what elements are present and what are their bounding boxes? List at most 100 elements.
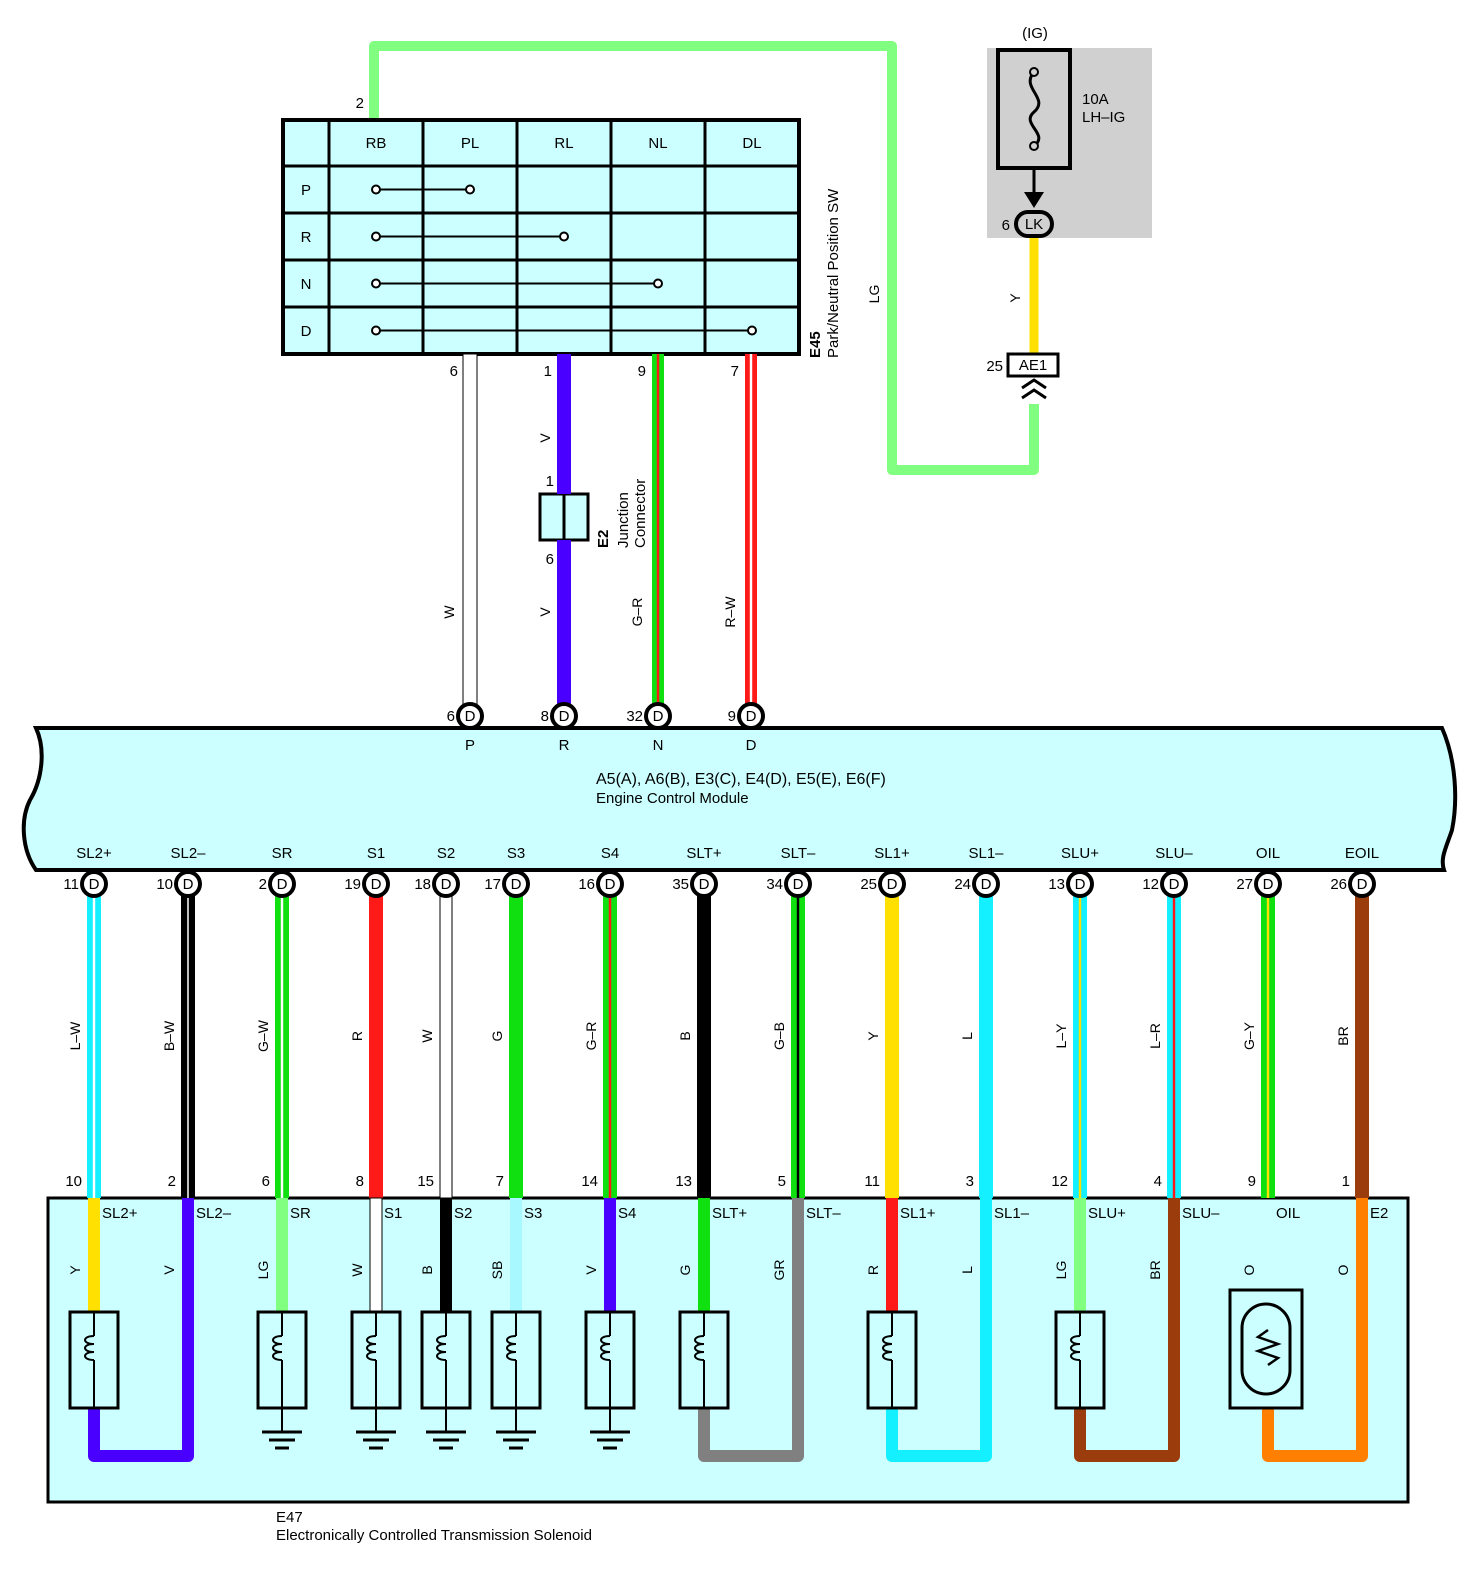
solenoid-inner-wire-label: G [677,1265,693,1276]
solenoid-pin: 1 [1342,1173,1350,1190]
ecm-connector-pin: 8 [541,708,549,725]
switch-output-wire [462,353,478,705]
ecm-bottom-connector-glyph: D [371,876,382,893]
solenoid-pin: 8 [356,1173,364,1190]
fuse-rating: 10A [1082,91,1109,108]
ecm-bottom-connector [268,870,296,898]
ecm-bottom-connector-glyph: D [1263,876,1274,893]
ecm-bottom-connector [690,870,718,898]
coil-icon [694,1335,705,1361]
ecm-solenoid-wire-label: L–Y [1053,1023,1069,1049]
solenoid-inner-wire-label: SB [489,1261,505,1280]
solenoid-pin: 13 [675,1173,692,1190]
ecm-bottom-connector-pin: 12 [1142,876,1159,893]
ecm-connector-glyph: D [653,708,664,725]
coil-icon [600,1335,611,1361]
ecm-bottom-terminal-label: S4 [601,845,619,862]
switch-output-pin: 6 [450,363,458,380]
solenoid-pin: 12 [1051,1173,1068,1190]
ecm-solenoid-wire-label: L [959,1032,975,1040]
ecm-terminal-label: N [653,737,664,754]
solenoid-pin: 2 [168,1173,176,1190]
solenoid-inner-wire-label: V [161,1265,177,1275]
ecm-bottom-connector [362,870,390,898]
coil-icon [506,1335,517,1361]
fuse-name: LH–IG [1082,109,1125,126]
coil-icon [84,1335,95,1361]
ecm-bottom-connector-pin: 25 [860,876,877,893]
ecm-bottom-connector-glyph: D [699,876,710,893]
ecm-solenoid-wire-label: R [349,1031,365,1041]
ecm-solenoid-wire-label: B [677,1031,693,1040]
fuse-terminal-bottom [1029,141,1039,151]
ecm-solenoid-wire-label: L–W [67,1021,83,1051]
ecm-connector-pin: 32 [626,708,643,725]
ecm-bottom-connector-pin: 17 [484,876,501,893]
junction-name-line2: Connector [632,479,649,548]
ig-power-label: (IG) [1022,25,1048,42]
ecm-bottom-connector-pin: 34 [766,876,783,893]
solenoid-pin: 15 [417,1173,434,1190]
fuse-icon [1028,71,1041,148]
ecm-bottom-connector-glyph: D [277,876,288,893]
ecm-bottom-connector [1254,870,1282,898]
ecm-bottom-connector-pin: 10 [156,876,173,893]
ecm-solenoid-wire-label: Y [865,1031,881,1041]
solenoid-pin: 7 [496,1173,504,1190]
ecm-bottom-connector-glyph: D [511,876,522,893]
ecm-bottom-connector-glyph: D [887,876,898,893]
ecm-bottom-connector-glyph: D [793,876,804,893]
solenoid-pin: 10 [65,1173,82,1190]
ecm-bottom-connector [80,870,108,898]
ecm-bottom-connector-pin: 13 [1048,876,1065,893]
ecm: A5(A), A6(B), E3(C), E4(D), E5(E), E6(F)… [21,726,1458,872]
switch-row-label: D [301,323,312,340]
solenoid-return-wire [698,1198,804,1462]
ecm-solenoid-wire-label: G–Y [1241,1021,1257,1050]
junction-pin-bottom: 6 [546,551,554,568]
ecm-bottom-terminal-label: SLT+ [686,845,721,862]
switch-output-wire-label: R–W [722,596,738,628]
ecm-connectors: A5(A), A6(B), E3(C), E4(D), E5(E), E6(F) [596,771,886,788]
switch-row-label: N [301,276,312,293]
junction-id: E2 [595,530,612,548]
ecm-solenoid-wire-label: L–R [1147,1023,1163,1049]
coil-icon [1070,1335,1081,1361]
switch-output-wire-label: G–R [629,598,645,627]
ecm-bottom-connector-pin: 16 [578,876,595,893]
switch-contact-terminal [371,231,381,242]
switch-contact-terminal [465,184,475,195]
ecm-bottom-connector [502,870,530,898]
ecm-bottom-connector [1160,870,1188,898]
solenoid-pin: 4 [1154,1173,1162,1190]
pn-switch-id: E45 [807,331,824,358]
ecm-solenoid-wire-label: G–R [583,1022,599,1051]
switch-output-wire-label: V [537,433,553,443]
ecm-connector-pin: 9 [728,708,736,725]
switch-row-label: R [301,229,312,246]
ecm-bottom-terminal-label: S1 [367,845,385,862]
lk-pin-number: 6 [1002,217,1010,234]
switch-output-pin: 7 [731,363,739,380]
ecm-connector [644,702,672,730]
ecm-bottom-terminal-label: SLT– [781,845,816,862]
switch-column-header: DL [742,135,761,152]
solenoid-terminal-label: S1 [384,1205,402,1222]
switch-contact-terminal [653,278,663,289]
ecm-bottom-connector-glyph: D [183,876,194,893]
solenoid-terminal-label: E2 [1370,1205,1388,1222]
switch-row-label: P [301,182,311,199]
lg-switch-pin: 2 [356,95,364,112]
solenoid-inner-wire-label: BR [1147,1260,1163,1279]
ecm-solenoid-wire-label: G–W [255,1019,271,1052]
solenoid-return-wire [1262,1198,1368,1462]
ecm-name: Engine Control Module [596,790,749,807]
solenoid-terminal-label: S3 [524,1205,542,1222]
solenoid-inner-wire-label: LG [1053,1261,1069,1280]
switch-contact-terminal [559,231,569,242]
ecm-connector-pin: 6 [447,708,455,725]
junction-bottom-wire-label: V [537,607,553,617]
coil-icon [366,1335,377,1361]
solenoid-inner-wire-label: Y [67,1265,83,1275]
ecm-bottom-terminal-label: S3 [507,845,525,862]
